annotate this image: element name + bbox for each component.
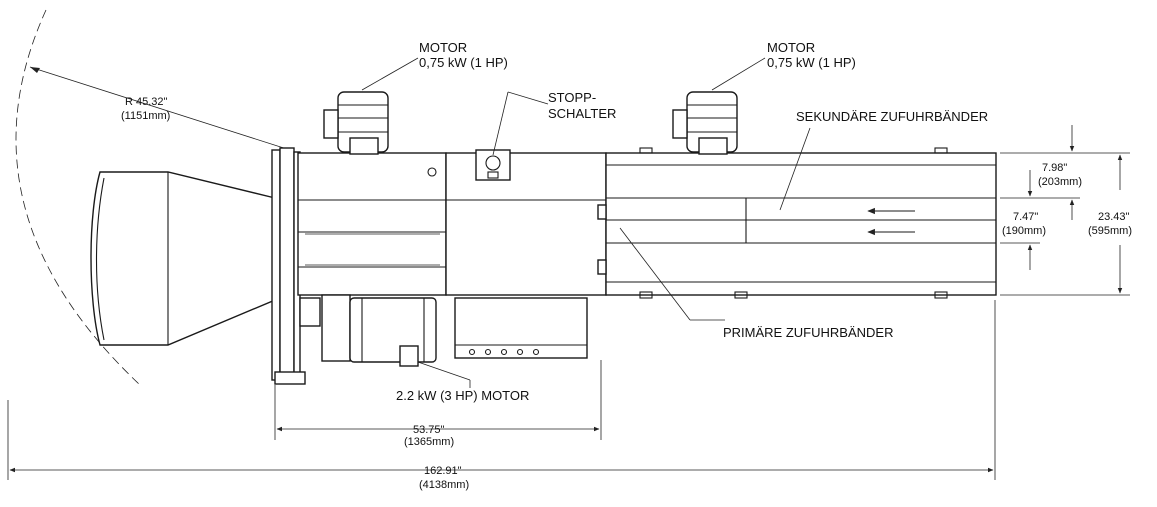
dim-53-75-inches: 53.75" xyxy=(413,424,445,436)
dim-53-75-mm: (1365mm) xyxy=(404,436,454,448)
leader-primary xyxy=(619,227,691,321)
dim-7-98-inches: 7.98" xyxy=(1042,162,1067,174)
dim-7-98-mm: (203mm) xyxy=(1038,176,1082,188)
motor-left-drawing xyxy=(323,91,389,155)
motor-left-label-line1: MOTOR xyxy=(419,40,467,55)
swing-radius-arc xyxy=(15,9,141,386)
leader-stop xyxy=(507,91,549,105)
leader-motor-left xyxy=(361,57,419,91)
radius-dim-mm: (1151mm) xyxy=(121,110,170,122)
radius-leader xyxy=(29,66,291,151)
motor-left-label-line2: 0,75 kW (1 HP) xyxy=(419,55,508,70)
main-housing xyxy=(297,152,607,296)
control-box xyxy=(454,297,588,359)
motor-right-label-line2: 0,75 kW (1 HP) xyxy=(767,55,856,70)
dim-23-43-inches: 23.43" xyxy=(1098,211,1130,223)
leader-secondary xyxy=(779,127,811,211)
dim-7-47-inches: 7.47" xyxy=(1013,211,1038,223)
dim-7-47-mm: (190mm) xyxy=(1002,225,1046,237)
secondary-feed-belts-label: SEKUNDÄRE ZUFUHRBÄNDER xyxy=(796,109,988,124)
stop-switch-label-line2: SCHALTER xyxy=(548,106,616,121)
leader-big-motor xyxy=(417,361,471,381)
feed-hopper xyxy=(90,171,276,346)
motor-right-drawing xyxy=(672,91,738,155)
radius-dim-inches: R 45.32" xyxy=(125,96,168,108)
dim-162-91-mm: (4138mm) xyxy=(419,479,469,491)
primary-feed-belts-label: PRIMÄRE ZUFUHRBÄNDER xyxy=(723,325,893,340)
stop-switch-label-line1: STOPP- xyxy=(548,90,596,105)
end-frame xyxy=(271,147,321,385)
main-motor-drawing xyxy=(321,294,437,367)
main-motor-label: 2.2 kW (3 HP) MOTOR xyxy=(396,388,529,403)
dim-162-91-inches: 162.91" xyxy=(424,465,462,477)
dim-23-43-mm: (595mm) xyxy=(1088,225,1132,237)
conveyor-section xyxy=(597,147,997,299)
leader-motor-right xyxy=(711,57,766,91)
motor-right-label-line1: MOTOR xyxy=(767,40,815,55)
